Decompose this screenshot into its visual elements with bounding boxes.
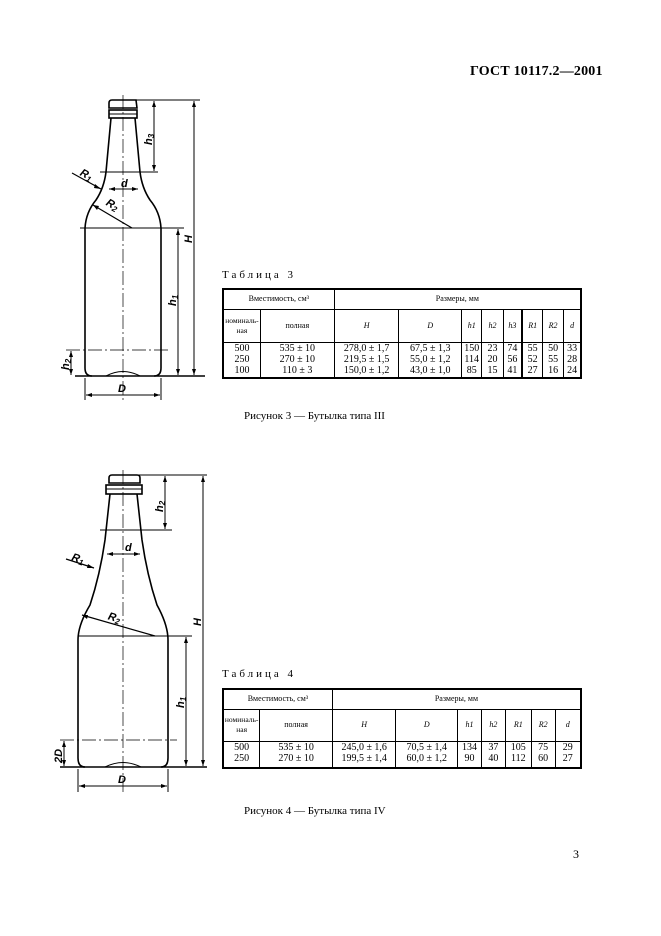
table3-header-dimensions: Размеры, мм: [333, 288, 582, 310]
table3: Вместимость, см³ Размеры, мм номиналь-на…: [222, 288, 582, 379]
table4-col-nominal: номиналь-ная: [222, 708, 261, 742]
table3-caption: Таблица 3: [222, 269, 297, 281]
fig3-label-h3: h3: [143, 133, 156, 145]
table3-col-D: D: [398, 308, 463, 343]
fig3-label-R2: R2: [103, 197, 121, 215]
fig4-label-2D: 2D: [53, 749, 65, 764]
fig4-label-d: d: [125, 542, 132, 554]
fig3-label-h1: h1: [167, 294, 180, 306]
fig4-label-R2: R2: [106, 611, 122, 627]
table3-col-full: полная: [259, 308, 335, 343]
fig3-label-R1: R1: [77, 167, 95, 185]
table4-col-h2: h2: [480, 708, 506, 742]
table4-col-full: полная: [259, 708, 333, 742]
fig4-label-h2: h2: [154, 500, 167, 512]
figure3-caption: Рисунок 3 — Бутылка типа III: [244, 410, 385, 422]
standard-code: ГОСТ 10117.2—2001: [470, 64, 603, 79]
table4-col-R2: R2: [530, 708, 556, 742]
fig3-label-h2: h2: [60, 358, 73, 370]
table4-col-H: H: [331, 708, 397, 742]
table3-header-capacity: Вместимость, см³: [222, 288, 335, 310]
fig4-label-D: D: [118, 774, 126, 786]
page-number: 3: [573, 847, 579, 861]
table4-col-h1: h1: [457, 708, 482, 742]
table3-col-d: d: [563, 308, 582, 343]
table3-col-h2: h2: [481, 308, 504, 343]
table3-col-R2: R2: [541, 308, 565, 343]
table4-col-D: D: [395, 708, 459, 742]
figure4-caption: Рисунок 4 — Бутылка типа IV: [244, 805, 386, 817]
table3-col-R1: R1: [521, 308, 544, 343]
table4-header-capacity: Вместимость, см³: [222, 688, 333, 710]
figure4-bottle-outline: [60, 470, 207, 795]
figure3-bottle-outline: [66, 95, 205, 400]
table4-header-dimensions: Размеры, мм: [331, 688, 582, 710]
fig4-label-H: H: [192, 617, 204, 626]
fig3-label-H: H: [183, 234, 195, 243]
table3-col-h1: h1: [461, 308, 483, 343]
table4-caption: Таблица 4: [222, 668, 297, 680]
table4-col-d: d: [554, 708, 582, 742]
fig3-label-D: D: [118, 383, 126, 395]
table3-col-H: H: [333, 308, 400, 343]
table4-col-R1: R1: [504, 708, 532, 742]
table3-col-h3: h3: [502, 308, 523, 343]
table3-col-nominal: номиналь-ная: [222, 308, 261, 343]
table4: Вместимость, см³ Размеры, мм номиналь-на…: [222, 688, 582, 769]
fig3-label-d: d: [121, 178, 128, 190]
fig4-label-h1: h1: [175, 696, 188, 708]
